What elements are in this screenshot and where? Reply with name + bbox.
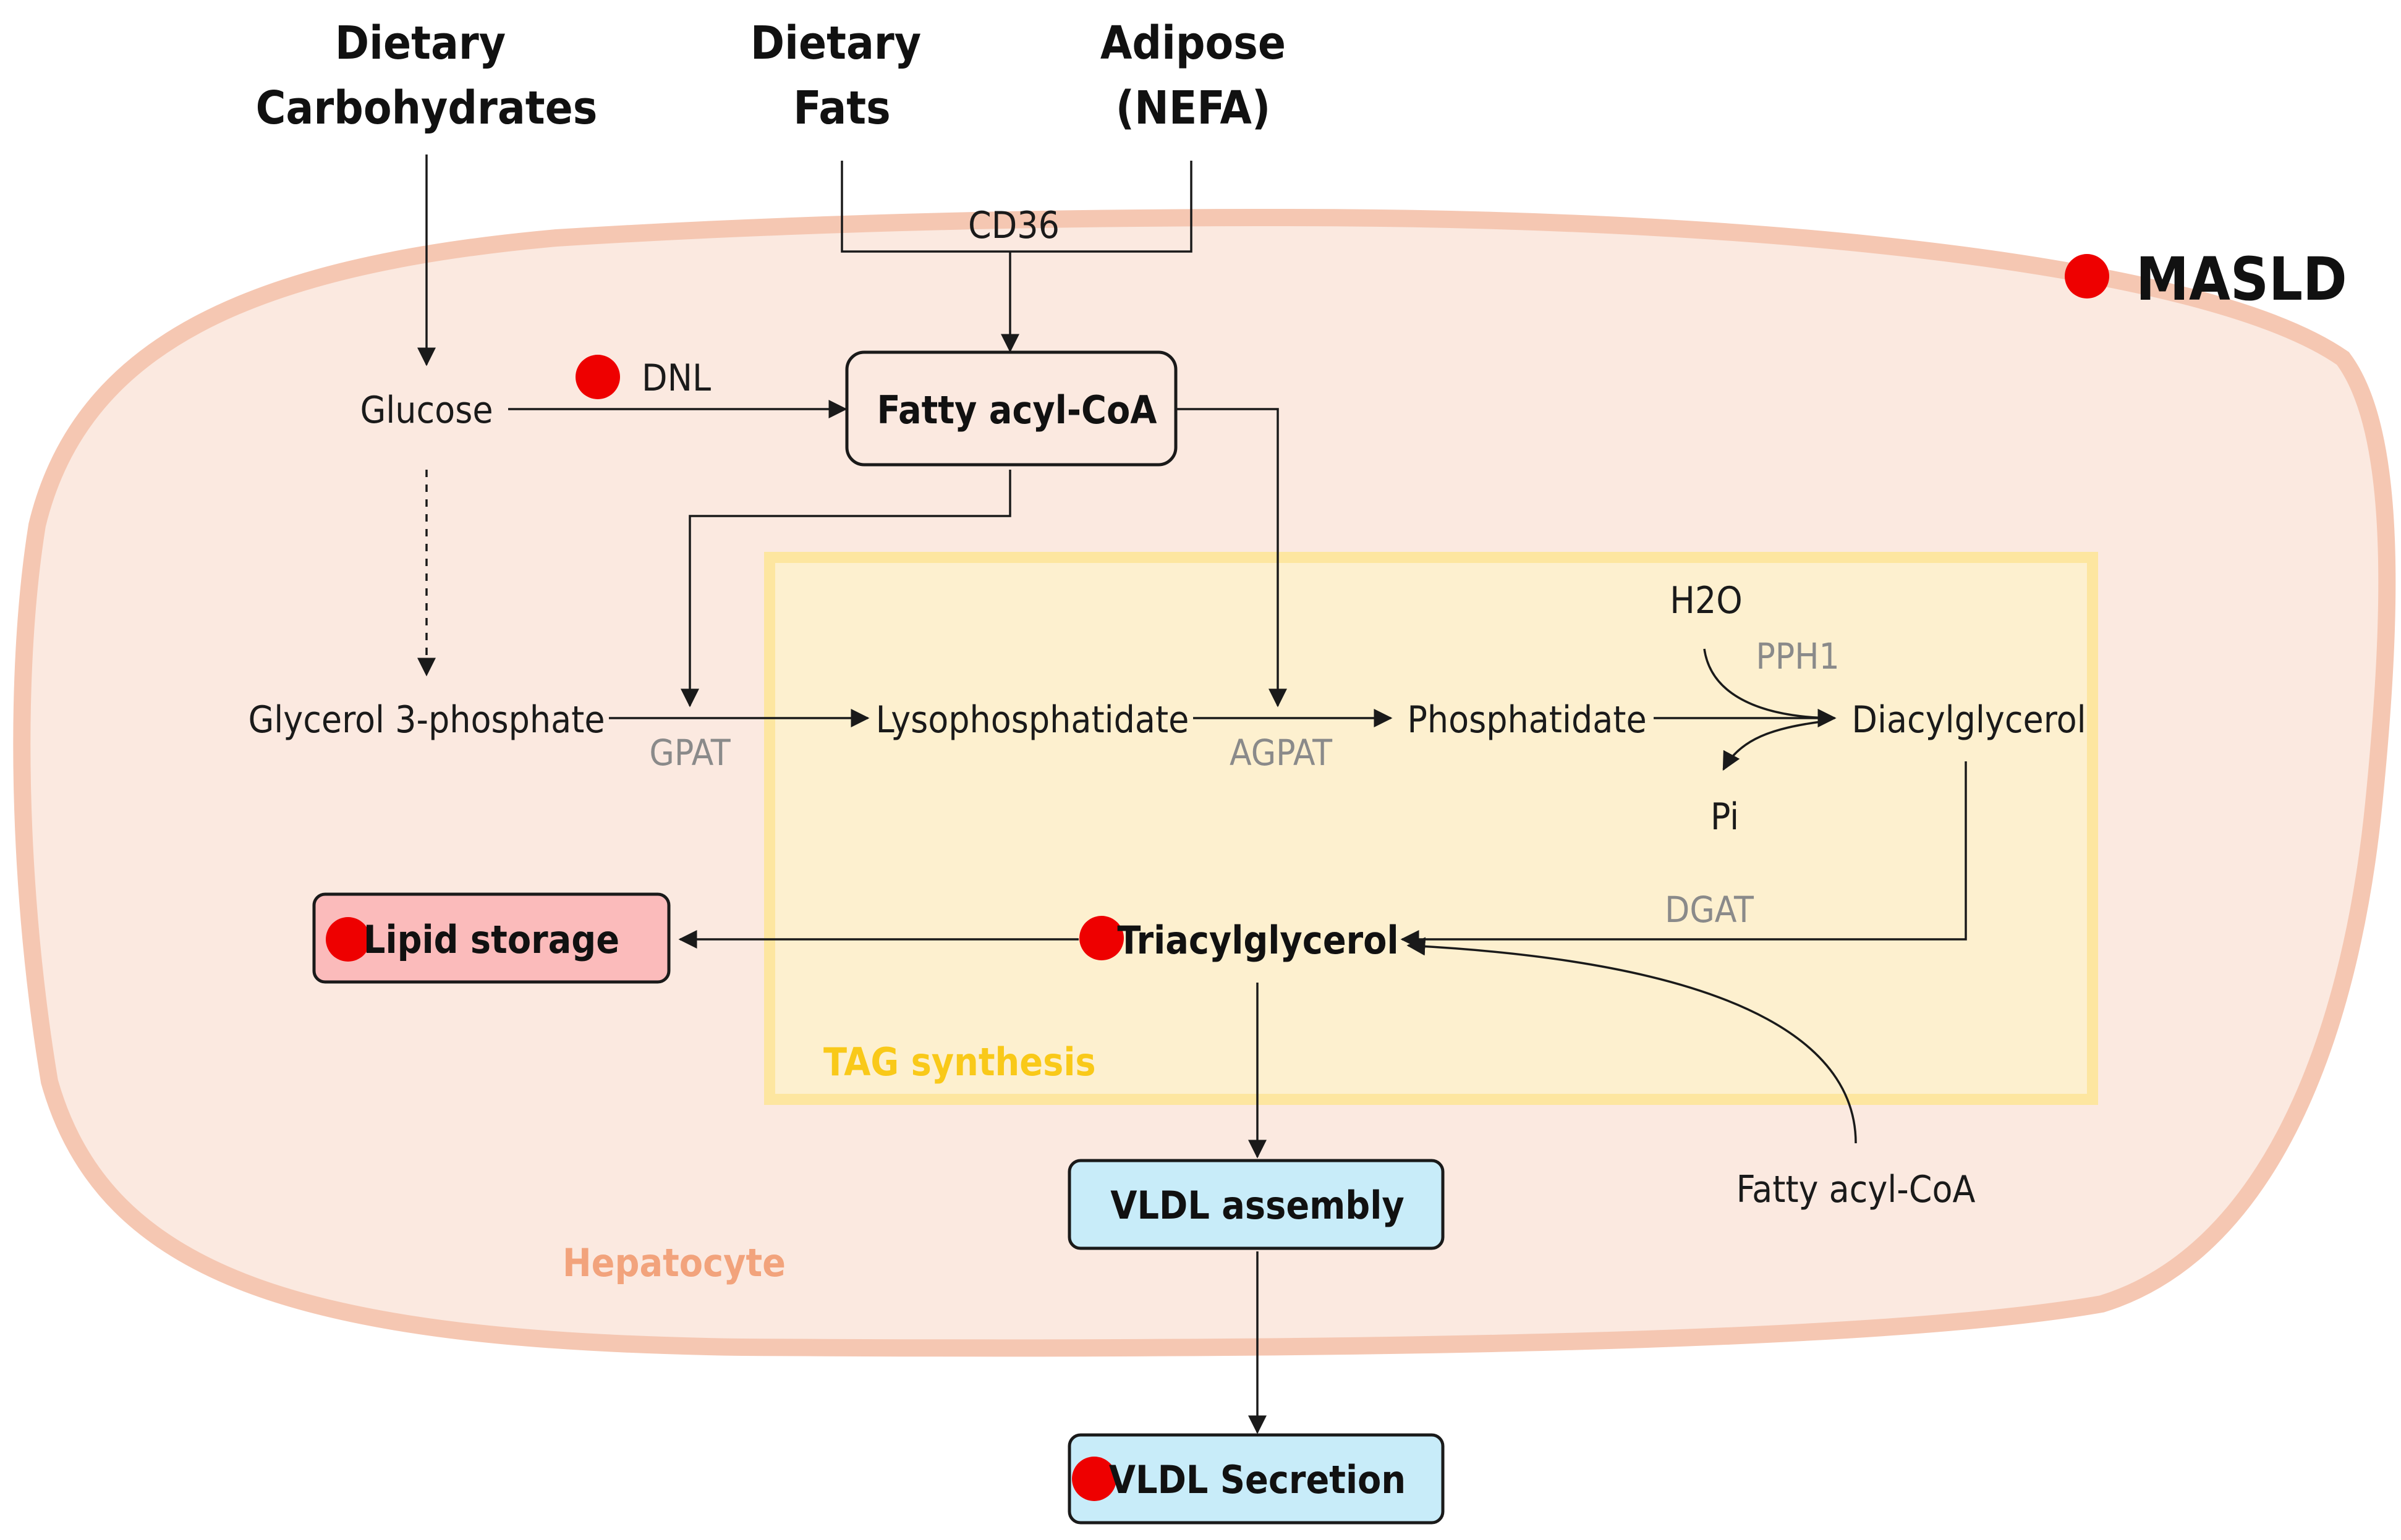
hepatocyte-label: Hepatocyte <box>563 1240 786 1285</box>
tag-synthesis-region <box>764 552 2098 1105</box>
node-glycerol-3-phosphate: Glycerol 3-phosphate <box>248 698 605 742</box>
masld-dot-dnl <box>576 355 620 399</box>
enzyme-gpat: GPAT <box>649 732 731 774</box>
source-dietary-fats-line1: Dietary <box>750 17 921 70</box>
vldl-assembly-label: VLDL assembly <box>1110 1183 1404 1228</box>
masld-dot-lipid-storage <box>326 917 370 962</box>
node-fatty-acyl-coa: Fatty acyl-CoA <box>877 387 1157 433</box>
node-diacylglycerol: Diacylglycerol <box>1851 698 2086 742</box>
masld-dot-triacylglycerol <box>1079 916 1124 960</box>
node-phosphatidate: Phosphatidate <box>1407 698 1646 742</box>
source-adipose-line1: Adipose <box>1100 17 1286 70</box>
arrow-pi-out <box>1722 721 1821 771</box>
enzyme-agpat: AGPAT <box>1230 732 1333 774</box>
vldl-secretion-box <box>1068 1433 1445 1525</box>
node-lysophosphatidate: Lysophosphatidate <box>876 698 1189 742</box>
arrow-fatty-acyl-to-tag <box>1406 937 1857 1144</box>
source-adipose-line2: (NEFA) <box>1116 82 1271 135</box>
node-fatty-acyl-coa-free: Fatty acyl-CoA <box>1736 1168 1976 1211</box>
arrow-fatty-acyl-to-gpat <box>681 470 1011 708</box>
sources-bracket <box>841 161 1192 253</box>
enzyme-dnl: DNL <box>642 357 711 400</box>
source-dietary-fats-line2: Fats <box>793 82 891 135</box>
vldl-secretion-label: VLDL Secretion <box>1109 1457 1406 1502</box>
masld-dot-vldl-secretion <box>1072 1457 1116 1501</box>
vldl-assembly-box <box>1068 1159 1445 1250</box>
tag-synthesis-label: TAG synthesis <box>823 1039 1096 1085</box>
source-dietary-carbohydrates-line2: Carbohydrates <box>256 82 598 135</box>
fatty-acyl-coa-box <box>845 350 1178 467</box>
node-triacylglycerol: Triacylglycerol <box>1117 918 1398 963</box>
masld-legend-dot <box>2065 254 2109 298</box>
masld-legend-label: MASLD <box>2136 245 2347 314</box>
node-h2o: H2O <box>1670 579 1742 622</box>
arrow-dgat <box>1400 761 1967 949</box>
enzyme-pph1: PPH1 <box>1756 635 1839 677</box>
enzyme-cd36: CD36 <box>968 204 1060 247</box>
node-glucose: Glucose <box>360 389 493 432</box>
lipid-storage-label: Lipid storage <box>363 917 619 962</box>
arrow-h2o-in <box>1703 648 1837 727</box>
source-dietary-carbohydrates-line1: Dietary <box>335 17 506 70</box>
enzyme-dgat: DGAT <box>1665 889 1754 931</box>
lipid-storage-box <box>312 892 671 984</box>
node-pi: Pi <box>1710 795 1739 839</box>
arrow-fatty-acyl-to-agpat <box>1176 408 1287 708</box>
